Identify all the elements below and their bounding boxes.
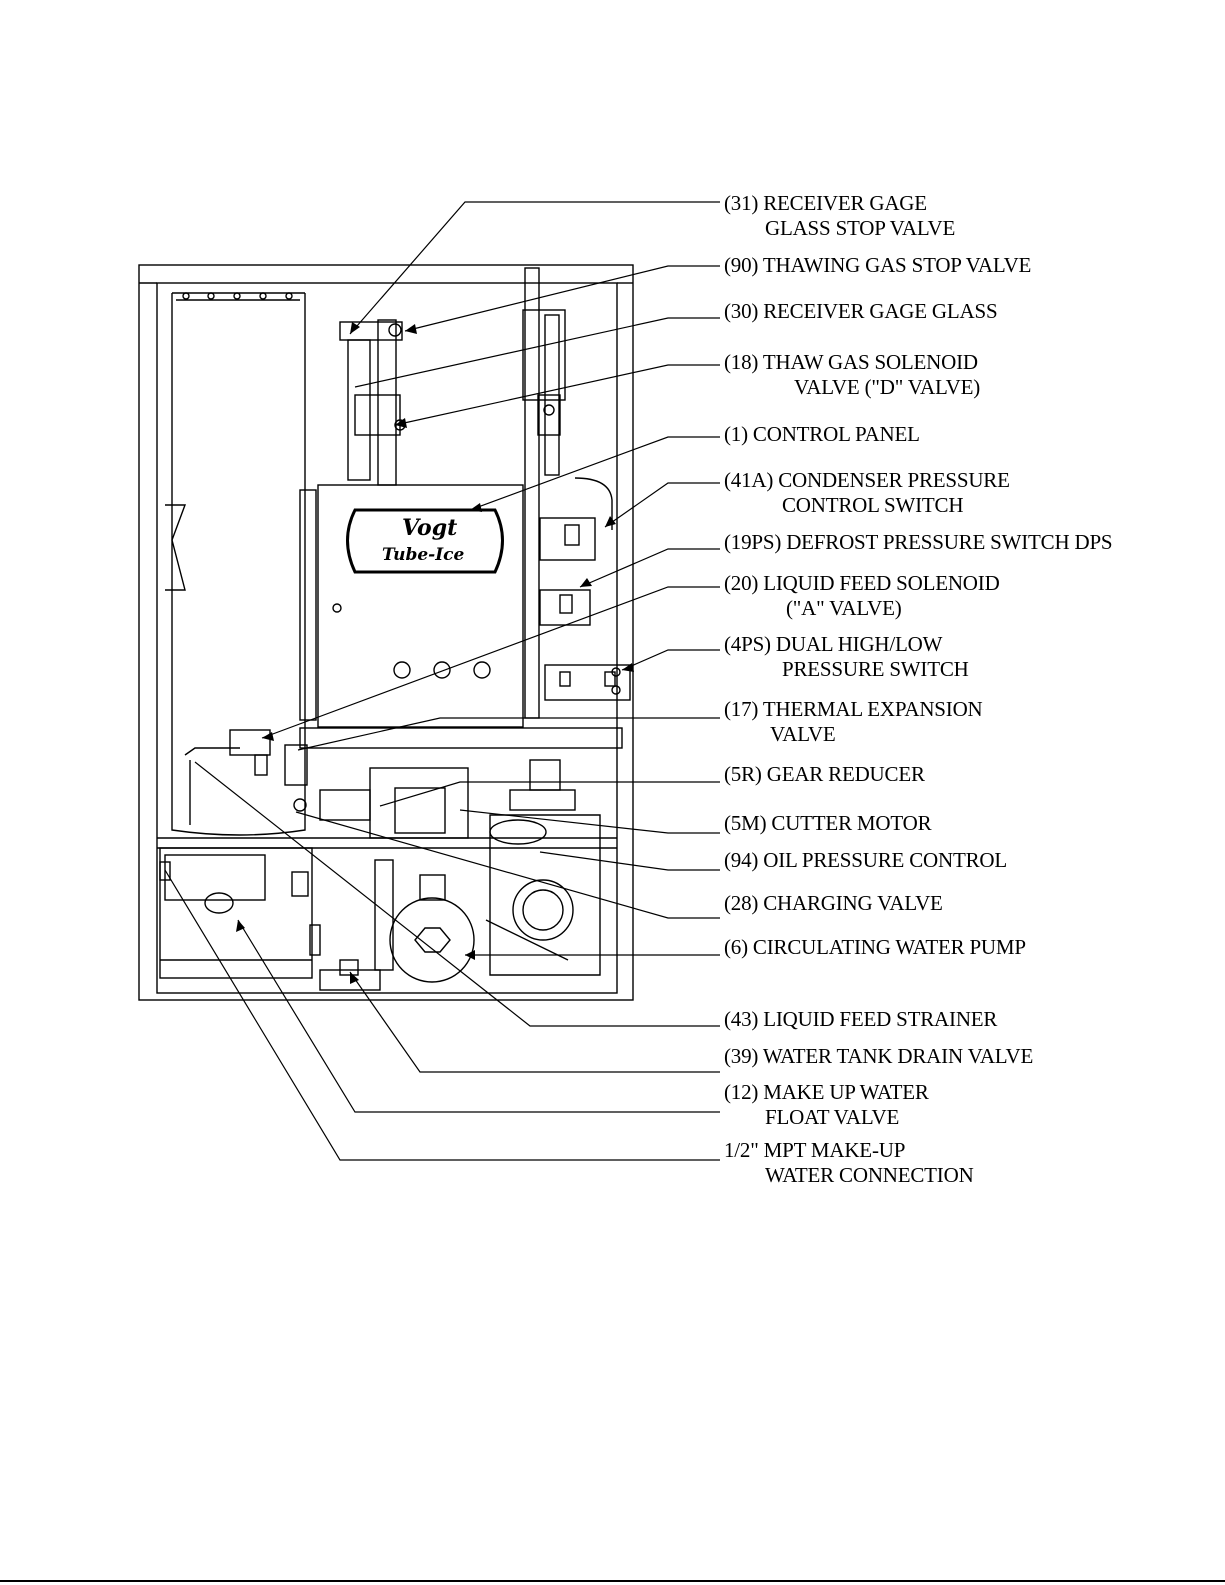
water-tank xyxy=(159,847,313,979)
callout-39-line1: (39) WATER TANK DRAIN VALVE xyxy=(724,1044,1034,1068)
circulating-pump xyxy=(309,859,475,991)
callout-94: (94) OIL PRESSURE CONTROL xyxy=(724,848,1007,873)
callout-28-line1: (28) CHARGING VALVE xyxy=(724,891,943,915)
callout-20: (20) LIQUID FEED SOLENOID("A" VALVE) xyxy=(724,571,1000,621)
gear-reducer-motor xyxy=(293,759,576,839)
leader-31 xyxy=(349,201,720,335)
callout-1: (1) CONTROL PANEL xyxy=(724,422,920,447)
callout-20-line1: (20) LIQUID FEED SOLENOID xyxy=(724,571,1000,595)
callout-mpt-line2: WATER CONNECTION xyxy=(765,1163,974,1187)
callout-19PS: (19PS) DEFROST PRESSURE SWITCH DPS xyxy=(724,530,1113,555)
leader-94 xyxy=(539,851,720,871)
callout-43: (43) LIQUID FEED STRAINER xyxy=(724,1007,997,1032)
bottom-page-rule xyxy=(0,1580,1225,1582)
leader-18 xyxy=(394,364,720,426)
leader-4PS xyxy=(621,649,720,671)
callout-94-line1: (94) OIL PRESSURE CONTROL xyxy=(724,848,1007,872)
leader-90 xyxy=(404,265,720,332)
leader-28 xyxy=(295,811,720,919)
receiver-gage-glass xyxy=(339,319,406,486)
leader-lines xyxy=(164,201,720,1161)
leader-arrowheads xyxy=(236,322,634,984)
callout-19PS-line1: (19PS) DEFROST PRESSURE SWITCH DPS xyxy=(724,530,1113,554)
leader-mpt xyxy=(164,869,720,1161)
leader-39 xyxy=(349,971,720,1073)
callout-5M: (5M) CUTTER MOTOR xyxy=(724,811,932,836)
callout-5R: (5R) GEAR REDUCER xyxy=(724,762,925,787)
callout-17-line2: VALVE xyxy=(770,722,836,746)
callout-30-line1: (30) RECEIVER GAGE GLASS xyxy=(724,299,998,323)
callout-17-line1: (17) THERMAL EXPANSION xyxy=(724,697,983,721)
callout-90: (90) THAWING GAS STOP VALVE xyxy=(724,253,1031,278)
callout-31-line2: GLASS STOP VALVE xyxy=(765,216,956,240)
leader-19PS xyxy=(579,548,720,588)
callout-41A-line2: CONTROL SWITCH xyxy=(782,493,964,517)
leader-1 xyxy=(469,436,720,511)
callout-41A-line1: (41A) CONDENSER PRESSURE xyxy=(724,468,1010,492)
callout-1-line1: (1) CONTROL PANEL xyxy=(724,422,920,446)
leader-43 xyxy=(194,761,720,1027)
liquid-feed-valves xyxy=(184,729,308,825)
callout-28: (28) CHARGING VALVE xyxy=(724,891,943,916)
leader-41A xyxy=(604,482,720,528)
callout-20-line2: ("A" VALVE) xyxy=(786,596,902,620)
pressure-switches xyxy=(539,477,631,701)
panel-logo-line1: Vogt xyxy=(402,515,457,541)
evaporator-cylinder xyxy=(165,292,306,836)
callout-43-line1: (43) LIQUID FEED STRAINER xyxy=(724,1007,998,1031)
compressor-assembly xyxy=(485,814,601,976)
leader-17 xyxy=(297,717,720,751)
leader-5M xyxy=(459,809,720,834)
leader-20 xyxy=(261,586,720,739)
callout-39: (39) WATER TANK DRAIN VALVE xyxy=(724,1044,1033,1069)
callout-6: (6) CIRCULATING WATER PUMP xyxy=(724,935,1026,960)
support-rail xyxy=(299,727,623,749)
panel-logo-line2: Tube-Ice xyxy=(382,545,465,565)
callout-18-line2: VALVE ("D" VALVE) xyxy=(794,375,981,399)
callout-4PS-line2: PRESSURE SWITCH xyxy=(782,657,969,681)
callout-90-line1: (90) THAWING GAS STOP VALVE xyxy=(724,253,1032,277)
control-panel-box xyxy=(299,484,524,728)
callout-mpt-line1: 1/2" MPT MAKE-UP xyxy=(724,1138,906,1162)
callout-4PS-line1: (4PS) DUAL HIGH/LOW xyxy=(724,632,943,656)
leader-5R xyxy=(379,781,720,807)
right-piping xyxy=(522,267,566,719)
callout-5M-line1: (5M) CUTTER MOTOR xyxy=(724,811,932,835)
callout-18-line1: (18) THAW GAS SOLENOID xyxy=(724,350,978,374)
callout-12-line2: FLOAT VALVE xyxy=(765,1105,900,1129)
leader-12 xyxy=(237,919,720,1113)
callout-5R-line1: (5R) GEAR REDUCER xyxy=(724,762,925,786)
callout-12-line1: (12) MAKE UP WATER xyxy=(724,1080,929,1104)
leader-30 xyxy=(354,317,720,388)
callout-30: (30) RECEIVER GAGE GLASS xyxy=(724,299,998,324)
callout-31-line1: (31) RECEIVER GAGE xyxy=(724,191,927,215)
callout-6-line1: (6) CIRCULATING WATER PUMP xyxy=(724,935,1026,959)
